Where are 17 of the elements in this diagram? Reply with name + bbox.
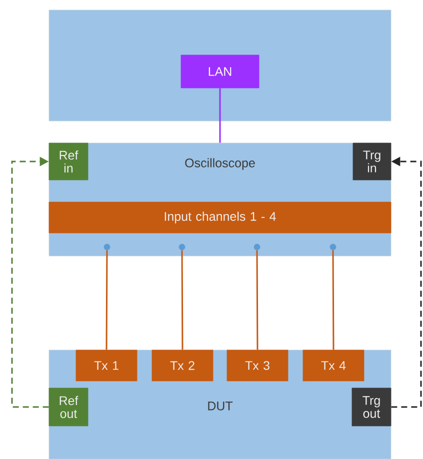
tx-port: Tx 3	[226, 350, 288, 382]
cable	[256, 250, 258, 350]
ref-out-port: Ref out	[48, 388, 88, 426]
cable	[181, 250, 184, 350]
lan-port: LAN	[180, 54, 260, 88]
cable	[106, 250, 108, 350]
tx-port: Tx 4	[302, 350, 364, 382]
trg-out-port: Trg out	[352, 388, 392, 426]
analyzer-box	[48, 10, 392, 122]
cable	[219, 88, 221, 143]
dashed-arrow	[11, 156, 49, 408]
trg-in-port: Trg in	[352, 142, 392, 180]
tx-port: Tx 1	[76, 350, 138, 382]
tx-port: Tx 2	[152, 350, 214, 382]
ref-in-port: Ref in	[48, 142, 88, 180]
cable	[332, 250, 334, 350]
input-channel-bar: Input channels 1 - 4	[48, 202, 392, 234]
